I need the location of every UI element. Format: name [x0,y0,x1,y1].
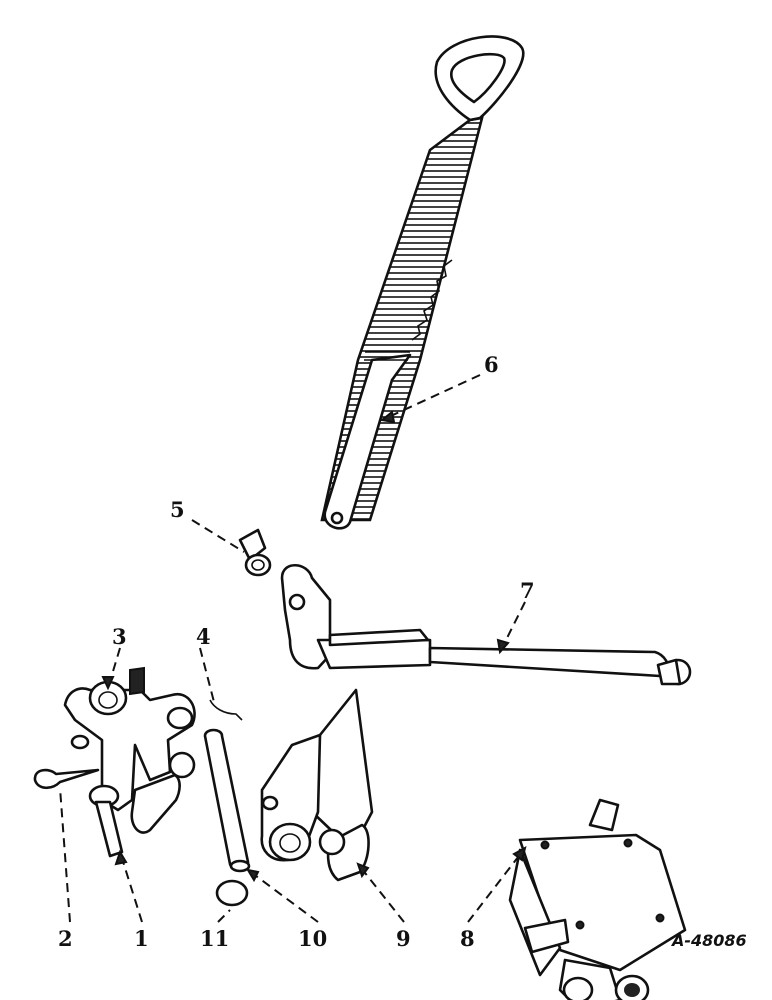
part-5-pin [238,528,272,577]
drawing-reference-number: A-48086 [670,931,747,950]
part-10-pin [203,728,251,873]
callout-2: 2 [58,926,73,951]
leader-lines [59,374,527,923]
callout-6: 6 [484,352,499,377]
arrow-10 [245,868,260,883]
callout-4: 4 [196,624,211,649]
callout-11: 11 [200,926,229,951]
callout-labels: 6 5 7 3 4 2 1 11 10 9 8 [58,352,535,951]
callout-5: 5 [170,497,185,522]
arrow-6 [379,410,396,424]
callout-8: 8 [460,926,475,951]
leader-6 [381,374,481,421]
part-3-bracket [63,666,196,834]
callout-3: 3 [112,624,127,649]
arrow-9 [356,862,370,879]
leader-2 [59,787,71,923]
arrow-8 [512,846,527,862]
leader-11 [217,909,231,923]
leader-9 [357,863,405,923]
part-11-plug [215,879,249,907]
arrow-7 [496,638,510,655]
part-6-lever [320,35,525,530]
leader-8 [467,847,526,923]
callout-7: 7 [520,578,535,603]
part-7-rod [280,563,692,686]
part-8-plate [508,798,687,1000]
callout-9: 9 [396,926,411,951]
arrow-1 [114,849,128,866]
leader-1 [119,851,143,923]
callout-10: 10 [298,926,327,951]
leader-5 [191,519,245,553]
part-1-clevis-pin [88,784,124,858]
callout-1: 1 [134,926,149,951]
arrow-3 [101,676,115,691]
part-9-pedal [260,688,374,882]
leader-10 [247,869,319,923]
part-2-cotter-pin [33,768,100,790]
part-4-spring [209,699,243,721]
leader-4 [199,647,215,703]
